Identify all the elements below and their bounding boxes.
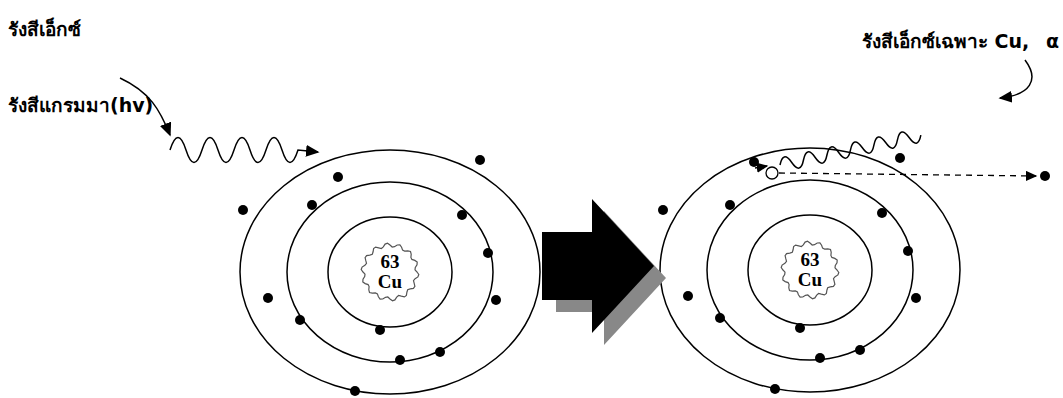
nucleus: 63Cu [780,240,840,300]
mass-number: 63 [801,250,820,270]
radiation-label: รังสีเอ็กซ์เฉพาะ Cu, [862,26,1029,56]
element-symbol: Cu [378,272,402,292]
nucleus: 63Cu [360,242,420,302]
pointer-arrow [1000,60,1032,98]
mass-number: 63 [381,252,400,272]
vacancy [766,167,778,179]
electron [238,153,1050,396]
orbit [240,148,960,394]
transition-arrow [755,166,767,168]
radiation-label: α [1046,30,1059,52]
process-arrow [542,199,654,333]
xray-wave [779,128,923,172]
ejected-path [779,173,1036,176]
radiation-label: รังสีเอ็กซ์ [8,14,81,44]
radiation-label: รังสีแกรมมา(hv) [8,90,153,120]
element-symbol: Cu [798,270,822,290]
photon-wave [170,138,318,163]
